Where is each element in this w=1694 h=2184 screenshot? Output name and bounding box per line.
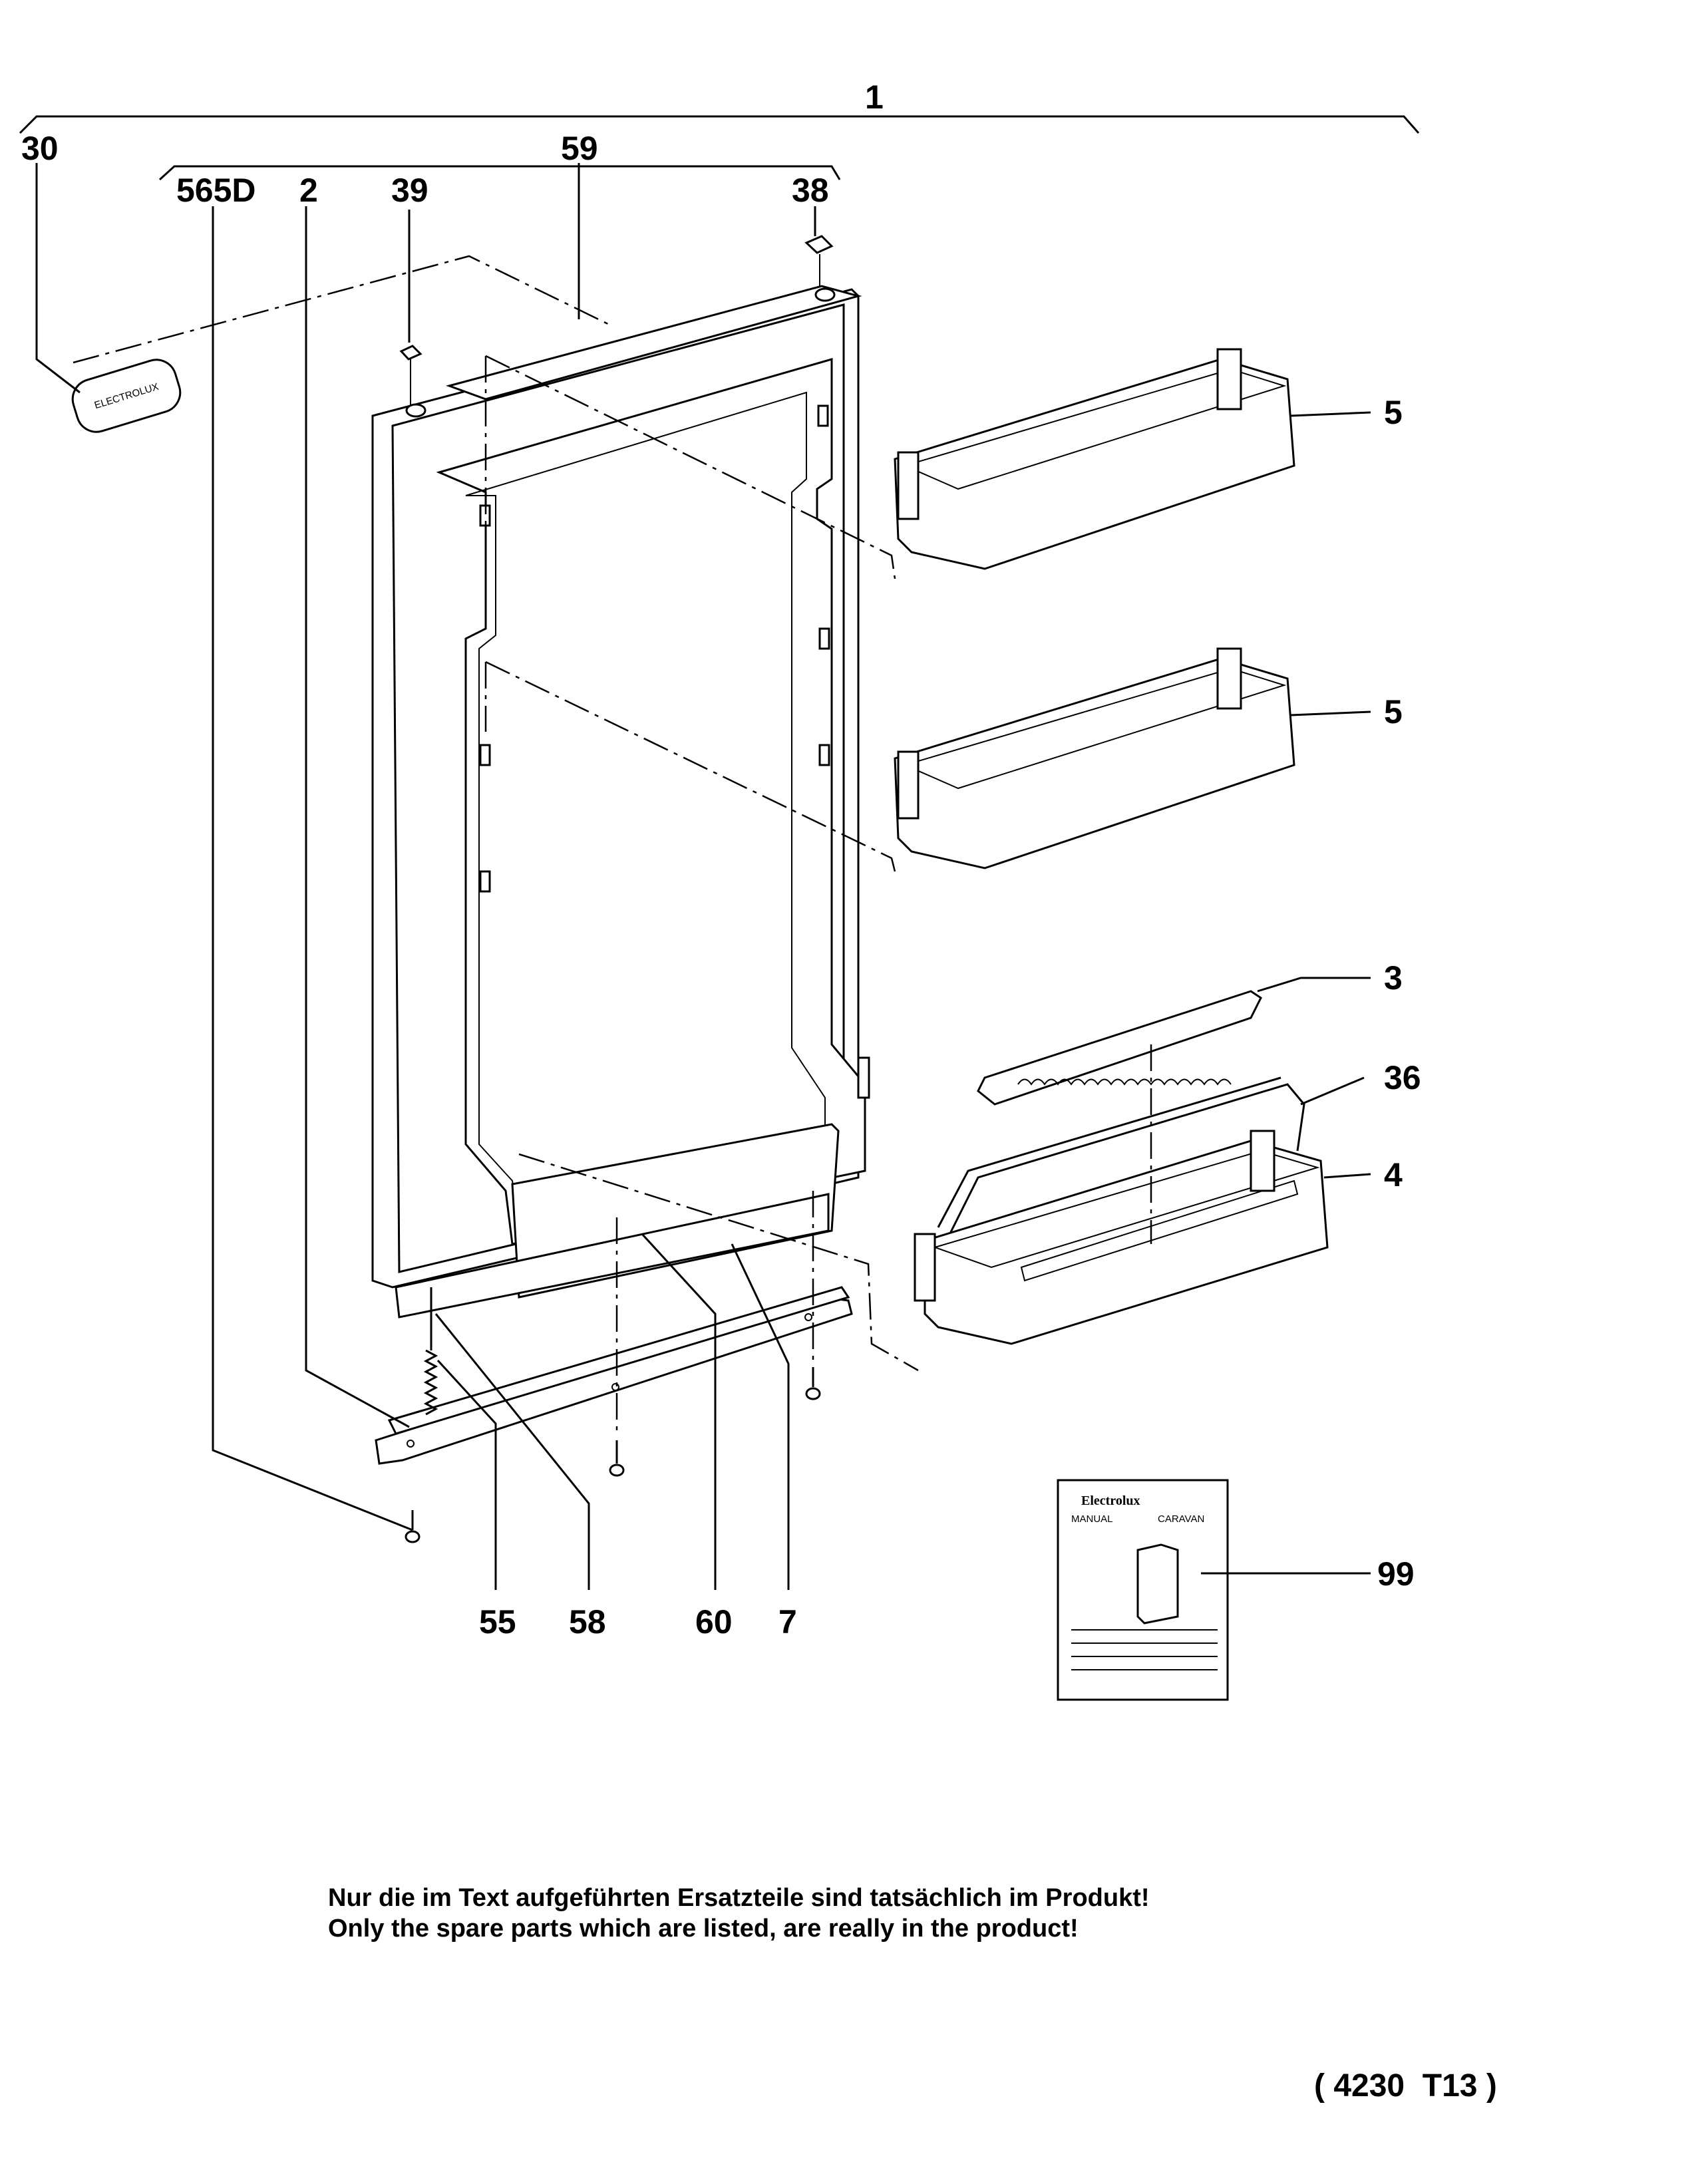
spare-parts-note: Nur die im Text aufgeführten Ersatzteile… <box>328 1883 1150 1944</box>
note-german: Nur die im Text aufgeführten Ersatzteile… <box>328 1884 1150 1912</box>
label-2: 2 <box>299 172 318 209</box>
label-1: 1 <box>865 78 884 116</box>
manual-booklet: Electrolux MANUAL CARAVAN <box>1057 1479 1229 1701</box>
hinge-caps <box>399 235 834 406</box>
label-4: 4 <box>1384 1156 1403 1193</box>
label-7: 7 <box>778 1603 797 1640</box>
leader-lines <box>35 163 1371 1590</box>
label-58: 58 <box>569 1603 606 1640</box>
label-565D: 565D <box>176 172 256 209</box>
door-shelf-upper <box>894 348 1295 570</box>
part-number-labels: 1 30 59 565D 2 39 38 5 5 3 36 4 99 55 58… <box>21 78 1421 1640</box>
manual-left-title: MANUAL <box>1071 1513 1113 1525</box>
label-55: 55 <box>479 1603 516 1640</box>
manual-brand: Electrolux <box>1081 1493 1140 1508</box>
label-5-upper: 5 <box>1384 394 1403 431</box>
electrolux-badge: ELECTROLUX <box>71 359 182 433</box>
label-99: 99 <box>1377 1555 1415 1593</box>
label-38: 38 <box>792 172 829 209</box>
assembly-lines <box>73 255 1152 1434</box>
door-frame <box>371 285 870 1319</box>
label-3: 3 <box>1384 959 1403 997</box>
shelf-flap <box>977 990 1262 1106</box>
label-60: 60 <box>695 1603 733 1640</box>
retaining-wire <box>937 1076 1305 1238</box>
manual-right-title: CARAVAN <box>1158 1513 1204 1525</box>
label-59: 59 <box>561 130 598 167</box>
drawing-code: ( 4230 T13 ) <box>1314 2068 1497 2104</box>
bottle-shelf <box>914 1130 1329 1345</box>
label-36: 36 <box>1384 1059 1421 1096</box>
label-39: 39 <box>391 172 428 209</box>
door-shelf-lower <box>894 647 1295 869</box>
note-english: Only the spare parts which are listed, a… <box>328 1915 1079 1943</box>
label-30: 30 <box>21 130 59 167</box>
assembly-brackets <box>19 115 1420 181</box>
label-5-lower: 5 <box>1384 693 1403 730</box>
bottom-hinge-strips <box>375 1286 853 1543</box>
